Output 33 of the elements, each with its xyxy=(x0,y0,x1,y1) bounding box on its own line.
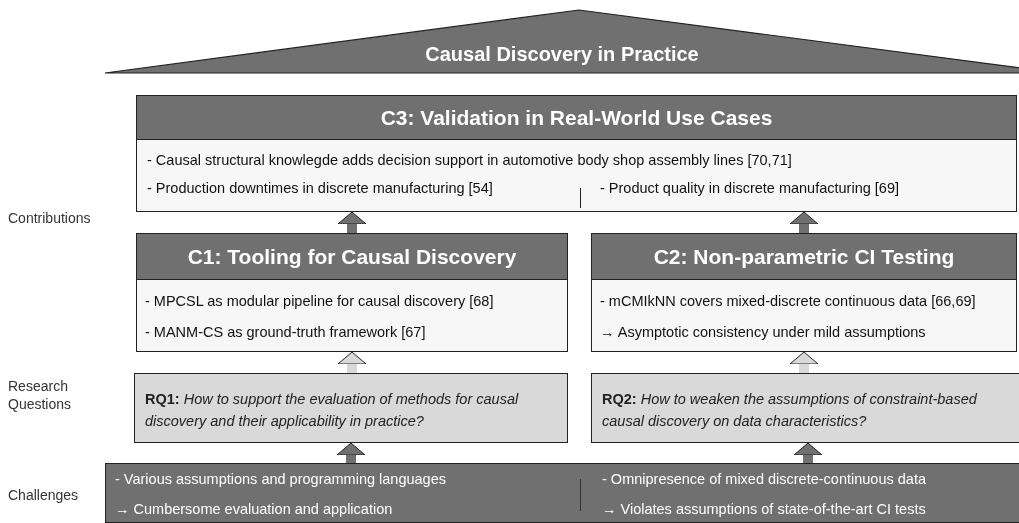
bullet-text: - mCMIkNN covers mixed-discrete continuous data [66,69] xyxy=(600,293,976,309)
bullet-text: - MANM-CS as ground-truth framework [67] xyxy=(145,324,426,340)
row-label: Challenges xyxy=(8,487,80,505)
block-arrow xyxy=(336,442,366,463)
bullet-text: - Causal structural knowlegde adds decision support in automotive body shop assembly lines [70,71] xyxy=(147,152,792,168)
research-question-box xyxy=(134,373,568,443)
question-text: RQ1: How to support the evaluation of methods for causal discovery and their applicability in practice? xyxy=(145,390,520,431)
bullet-text: → Asymptotic consistency under mild assumptions xyxy=(600,324,926,340)
card-heading: C1: Tooling for Causal Discovery xyxy=(137,234,567,280)
card-heading: C3: Validation in Real-World Use Cases xyxy=(137,96,1016,140)
roof-banner xyxy=(105,9,1019,74)
block-arrow xyxy=(337,351,367,373)
challenge-text: → Violates assumptions of state-of-the-art CI tests xyxy=(602,501,926,517)
row-label: Research Questions xyxy=(8,378,73,413)
block-arrow xyxy=(789,211,819,233)
bullet-text: - MPCSL as modular pipeline for causal discovery [68] xyxy=(145,293,494,309)
question-text: RQ2: How to weaken the assumptions of constraint-based causal discovery on data characteristics? xyxy=(602,390,978,431)
research-question-box xyxy=(591,373,1019,443)
block-arrow xyxy=(793,442,823,463)
contribution-card xyxy=(136,95,1017,212)
challenge-text: → Cumbersome evaluation and application xyxy=(115,501,393,517)
challenges-band xyxy=(105,463,1019,523)
bullet-text: - Production downtimes in discrete manufacturing [54] xyxy=(147,180,493,196)
block-arrow xyxy=(789,351,819,373)
card-heading: C2: Non-parametric CI Testing xyxy=(592,234,1016,280)
block-arrow xyxy=(337,211,367,233)
contribution-card xyxy=(136,233,568,352)
row-label: Contributions xyxy=(8,210,92,228)
challenge-text: - Omnipresence of mixed discrete-continuous data xyxy=(602,471,926,487)
bullet-text: - Product quality in discrete manufacturing [69] xyxy=(600,180,899,196)
contribution-card xyxy=(591,233,1017,352)
challenge-text: - Various assumptions and programming languages xyxy=(115,471,446,487)
banner-title: Causal Discovery in Practice xyxy=(424,43,700,66)
